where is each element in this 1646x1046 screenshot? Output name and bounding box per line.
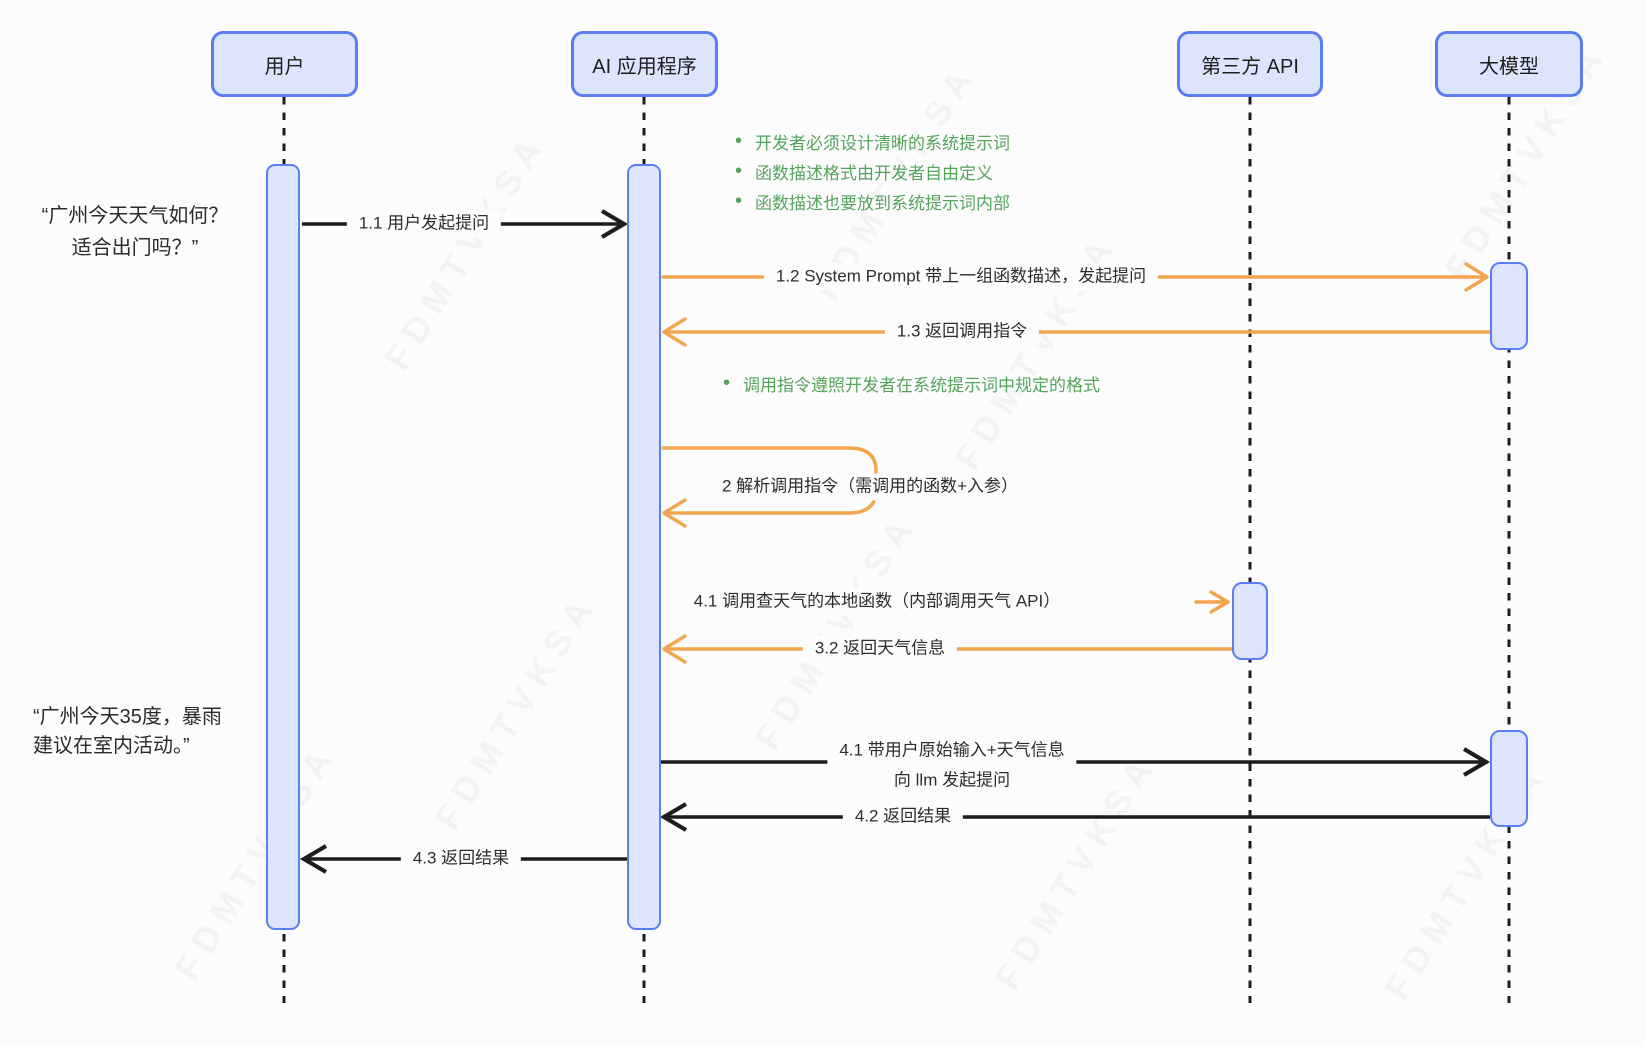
activation-bar-ai-app [627, 164, 661, 930]
note-text: 函数描述也要放到系统提示词内部 [755, 193, 1011, 213]
final-answer-quote: “广州今天35度，暴雨 建议在室内活动。” [33, 703, 222, 761]
note-text: 开发者必须设计清晰的系统提示词 [755, 133, 1011, 153]
actor-box-third-party-api: 第三方 API [1177, 31, 1323, 97]
user-question-quote: “广州今天天气如何？ 适合出门吗？” [25, 200, 245, 264]
message-label-4-1-to-llm-line1: 4.1 带用户原始输入+天气信息 [839, 740, 1065, 760]
message-label-4-3: 4.3 返回结果 [400, 845, 522, 873]
bullet-icon: • [723, 372, 731, 394]
final-answer-quote-line1: “广州今天35度，暴雨 [33, 706, 222, 728]
note-item: • 开发者必须设计清晰的系统提示词 [735, 126, 1010, 156]
message-label-1-2: 1.2 System Prompt 带上一组函数描述，发起提问 [763, 263, 1159, 291]
note-text: 调用指令遵照开发者在系统提示词中规定的格式 [743, 375, 1101, 395]
actor-label-third-party-api: 第三方 API [1201, 55, 1299, 78]
bullet-icon: • [735, 160, 743, 182]
message-label-4-1-to-llm-line2: 向 llm 发起提问 [893, 770, 1011, 789]
activation-bar-llm-first [1490, 262, 1528, 350]
activation-bar-third-party-api [1232, 582, 1268, 660]
message-label-4-2: 4.2 返回结果 [842, 803, 964, 831]
message-label-2-parse: 2 解析调用指令（需调用的函数+入参） [709, 473, 1031, 501]
activation-bar-user [266, 164, 300, 930]
note-item: • 函数描述也要放到系统提示词内部 [735, 186, 1010, 216]
bullet-icon: • [735, 130, 743, 152]
arrow-4-1-ai-to-api [1194, 590, 1230, 614]
message-label-4-1-to-llm: 4.1 带用户原始输入+天气信息 向 llm 发起提问 [827, 733, 1077, 797]
arrow-1-3-llm-to-ai [662, 317, 1492, 347]
note-block-call-instruction-format: • 调用指令遵照开发者在系统提示词中规定的格式 [723, 370, 1100, 396]
activation-bar-llm-second [1490, 730, 1528, 827]
message-label-3-2: 3.2 返回天气信息 [802, 635, 958, 663]
arrow-4-2-llm-to-ai [659, 802, 1490, 832]
message-label-1-3: 1.3 返回调用指令 [884, 318, 1040, 346]
message-label-4-1-local-function: 4.1 调用查天气的本地函数（内部调用天气 API） [681, 588, 1073, 616]
user-question-quote-line1: “广州今天天气如何？ [41, 205, 229, 227]
note-text: 函数描述格式由开发者自由定义 [755, 163, 994, 183]
actor-box-user: 用户 [211, 31, 358, 97]
actor-label-llm: 大模型 [1479, 55, 1539, 78]
final-answer-quote-line2: 建议在室内活动。” [33, 735, 190, 757]
message-label-1-1: 1.1 用户发起提问 [346, 210, 502, 238]
actor-box-ai-app: AI 应用程序 [571, 31, 718, 97]
user-question-quote-line2: 适合出门吗？” [71, 237, 199, 259]
note-block-system-prompt: • 开发者必须设计清晰的系统提示词 • 函数描述格式由开发者自由定义 • 函数描… [735, 126, 1010, 216]
bullet-icon: • [735, 190, 743, 212]
note-item: • 调用指令遵照开发者在系统提示词中规定的格式 [723, 370, 1100, 396]
note-item: • 函数描述格式由开发者自由定义 [735, 156, 1010, 186]
actor-box-llm: 大模型 [1435, 31, 1583, 97]
actor-label-ai-app: AI 应用程序 [592, 55, 697, 78]
actor-label-user: 用户 [264, 55, 305, 78]
